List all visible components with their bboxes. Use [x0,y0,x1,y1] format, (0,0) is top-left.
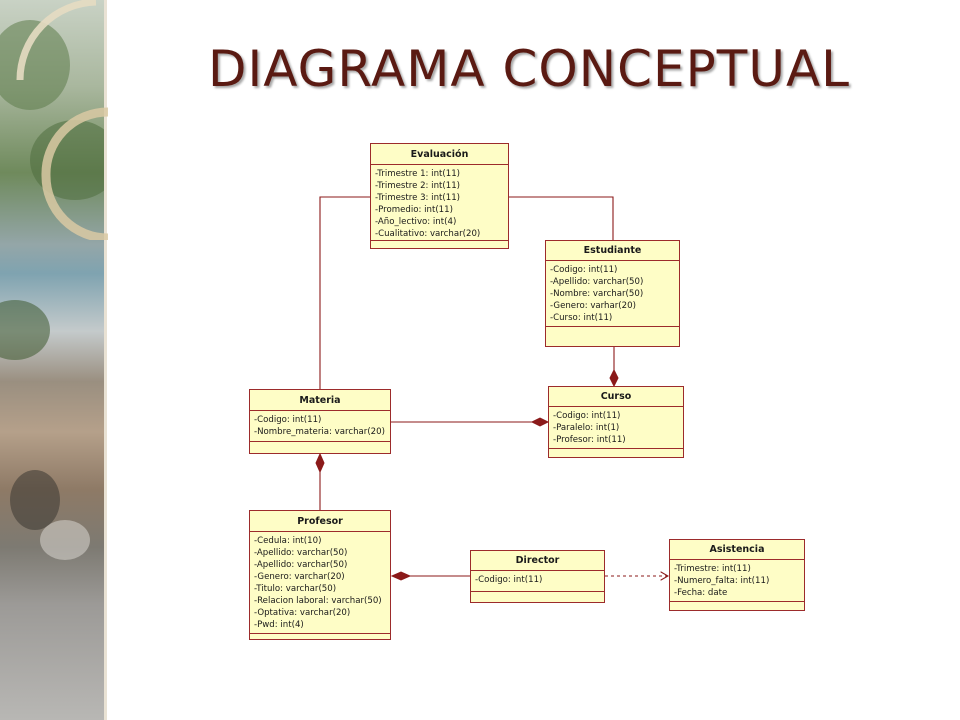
class-name: Materia [250,390,390,411]
class-attributes: -Codigo: int(11) -Apellido: varchar(50) … [546,261,679,327]
attribute: -Curso: int(11) [550,313,613,323]
attribute: -Codigo: int(11) [550,265,618,275]
attribute: -Trimestre 3: int(11) [375,193,461,203]
attribute: -Relacion laboral: varchar(50) [254,596,382,606]
attribute: -Genero: varchar(20) [254,572,345,582]
evaluacion-estudiante-association [509,196,614,241]
slide-title: DIAGRAMA CONCEPTUAL [208,40,850,98]
attribute: -Apellido: varchar(50) [254,560,348,570]
attribute: -Paralelo: int(1) [553,423,620,433]
attribute: -Titulo: varchar(50) [254,584,337,594]
class-evaluacion: Evaluación -Trimestre 1: int(11) -Trimes… [370,143,509,249]
class-attributes: -Codigo: int(11) -Nombre_materia: varcha… [250,411,390,442]
attribute: -Optativa: varchar(20) [254,608,351,618]
class-attributes: -Codigo: int(11) [471,571,604,592]
attribute: -Apellido: varchar(50) [550,277,644,287]
attribute: -Trimestre 1: int(11) [375,169,461,179]
attribute: -Promedio: int(11) [375,205,453,215]
class-attributes: -Codigo: int(11) -Paralelo: int(1) -Prof… [549,407,683,449]
background-photo-strip [0,0,106,720]
class-attributes: -Trimestre: int(11) -Numero_falta: int(1… [670,560,804,602]
attribute: -Cualitativo: varchar(20) [375,229,481,239]
attribute: -Pwd: int(4) [254,620,304,630]
decorative-rings [16,0,109,240]
attribute: -Trimestre 2: int(11) [375,181,461,191]
class-name: Curso [549,387,683,407]
profesor-materia-diamond [315,452,325,474]
attribute: -Apellido: varchar(50) [254,548,348,558]
class-attributes: -Trimestre 1: int(11) -Trimestre 2: int(… [371,165,508,241]
attribute: -Codigo: int(11) [254,415,322,425]
estudiante-curso-diamond [609,368,619,388]
attribute: -Numero_falta: int(11) [674,576,770,586]
materia-curso-diamond [530,417,550,427]
attribute: -Profesor: int(11) [553,435,626,445]
class-name: Estudiante [546,241,679,261]
class-curso: Curso -Codigo: int(11) -Paralelo: int(1)… [548,386,684,458]
attribute: -Fecha: date [674,588,728,598]
materia-evaluacion-association [319,196,370,390]
class-name: Profesor [250,511,390,532]
strip-divider [104,0,107,720]
attribute: -Nombre: varchar(50) [550,289,644,299]
class-name: Asistencia [670,540,804,560]
class-materia: Materia -Codigo: int(11) -Nombre_materia… [249,389,391,454]
attribute: -Cedula: int(10) [254,536,322,546]
attribute: -Nombre_materia: varchar(20) [254,427,385,437]
class-asistencia: Asistencia -Trimestre: int(11) -Numero_f… [669,539,805,611]
class-name: Evaluación [371,144,508,165]
class-director: Director -Codigo: int(11) [470,550,605,603]
attribute: -Codigo: int(11) [475,575,543,585]
class-name: Director [471,551,604,571]
class-estudiante: Estudiante -Codigo: int(11) -Apellido: v… [545,240,680,347]
attribute: -Año_lectivo: int(4) [375,217,457,227]
class-attributes: -Cedula: int(10) -Apellido: varchar(50) … [250,532,390,634]
attribute: -Genero: varhar(20) [550,301,636,311]
attribute: -Codigo: int(11) [553,411,621,421]
class-profesor: Profesor -Cedula: int(10) -Apellido: var… [249,510,391,640]
attribute: -Trimestre: int(11) [674,564,751,574]
director-profesor-diamond [390,571,412,581]
